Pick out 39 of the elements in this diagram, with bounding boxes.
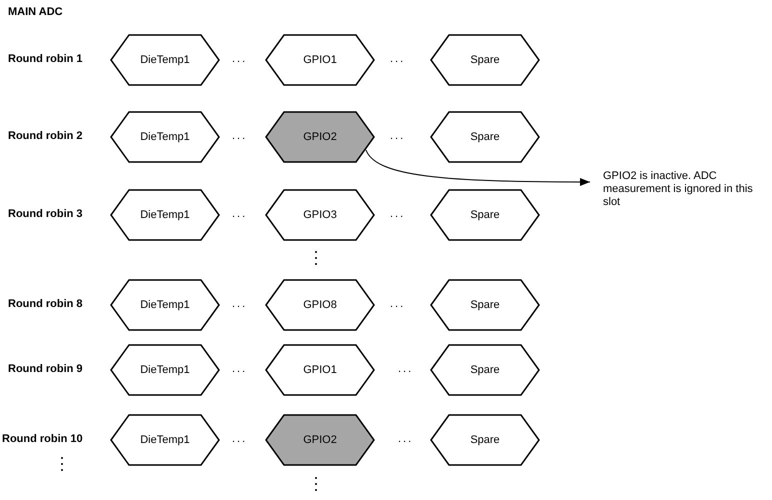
ellipsis-text: ... bbox=[232, 53, 248, 65]
row-label: Round robin 3 bbox=[8, 208, 83, 220]
slot-hexagon: GPIO2 bbox=[265, 414, 375, 466]
slot-hexagon: Spare bbox=[430, 111, 540, 163]
slot-hexagon: Spare bbox=[430, 189, 540, 241]
ellipsis-text: ... bbox=[390, 130, 406, 142]
ellipsis-text: ... bbox=[390, 298, 406, 310]
slot-hexagon: DieTemp1 bbox=[110, 111, 220, 163]
slot-hexagon: DieTemp1 bbox=[110, 34, 220, 86]
slot-hexagon: GPIO3 bbox=[265, 189, 375, 241]
row-label: Round robin 10 bbox=[2, 433, 83, 445]
slot-hexagon: GPIO1 bbox=[265, 34, 375, 86]
slot-hexagon: DieTemp1 bbox=[110, 279, 220, 331]
ellipsis-text: ... bbox=[232, 208, 248, 220]
ellipsis-text: ... bbox=[232, 298, 248, 310]
slot-hexagon: Spare bbox=[430, 344, 540, 396]
slot-hexagon: DieTemp1 bbox=[110, 414, 220, 466]
slot-hexagon: Spare bbox=[430, 414, 540, 466]
slot-hexagon: DieTemp1 bbox=[110, 344, 220, 396]
row-label: Round robin 2 bbox=[8, 130, 83, 142]
ellipsis-text: ... bbox=[390, 53, 406, 65]
note-text: GPIO2 is inactive. ADC measurement is ignored in this slot bbox=[603, 170, 768, 209]
leader-arrow bbox=[366, 150, 590, 186]
slot-hexagon: GPIO2 bbox=[265, 111, 375, 163]
ellipsis-text: ... bbox=[390, 208, 406, 220]
ellipsis-text: ... bbox=[232, 433, 248, 445]
row-label: Round robin 1 bbox=[8, 53, 83, 65]
row-label: Round robin 8 bbox=[8, 298, 83, 310]
slot-hexagon: Spare bbox=[430, 279, 540, 331]
slot-hexagon: GPIO8 bbox=[265, 279, 375, 331]
diagram-title: MAIN ADC bbox=[8, 6, 63, 18]
slot-hexagon: Spare bbox=[430, 34, 540, 86]
ellipsis-text: ... bbox=[398, 363, 414, 375]
slot-hexagon: GPIO1 bbox=[265, 344, 375, 396]
ellipsis-text: ... bbox=[232, 130, 248, 142]
slot-hexagon: DieTemp1 bbox=[110, 189, 220, 241]
row-label: Round robin 9 bbox=[8, 363, 83, 375]
ellipsis-text: ... bbox=[232, 363, 248, 375]
ellipsis-text: ... bbox=[398, 433, 414, 445]
